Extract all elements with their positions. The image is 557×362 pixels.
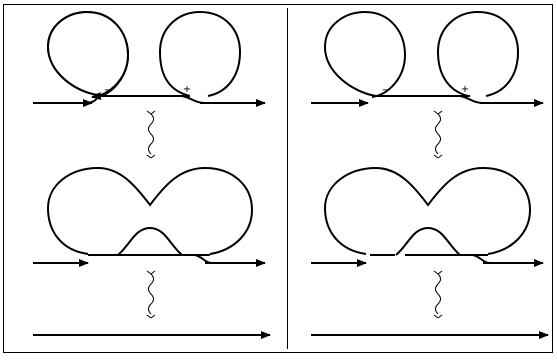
right-merged-join: [472, 254, 491, 264]
right-squiggle-1: [433, 110, 443, 159]
right-merged-outline: [323, 166, 532, 255]
left-stage-merged-loops: [33, 166, 266, 267]
left-strand-join: [181, 95, 206, 104]
left-merged-join: [194, 254, 213, 264]
left-squiggle-1: [146, 110, 156, 159]
left-merged-bump: [117, 226, 183, 256]
right-stage-merged-loops: [311, 166, 544, 267]
left-loop-2: [158, 10, 242, 97]
right-sign-plus: +: [461, 84, 469, 95]
left-loop-1: [46, 10, 130, 98]
right-panel: − +: [311, 10, 549, 339]
left-stage-two-loops: − +: [33, 10, 266, 107]
left-merged-outline: [46, 166, 254, 255]
right-loop-2: [436, 10, 520, 97]
right-strand-join: [459, 95, 484, 104]
left-sign-minus: −: [104, 85, 112, 96]
left-sign-plus: +: [183, 84, 191, 95]
left-panel: − +: [33, 10, 271, 339]
right-stage-two-loops: − +: [311, 10, 544, 107]
right-merged-bump: [395, 226, 461, 256]
left-squiggle-2: [146, 270, 156, 319]
figure-frame: [3, 4, 553, 353]
right-squiggle-2: [433, 270, 443, 319]
right-sign-minus: −: [382, 85, 390, 96]
right-loop-1: [323, 10, 407, 98]
